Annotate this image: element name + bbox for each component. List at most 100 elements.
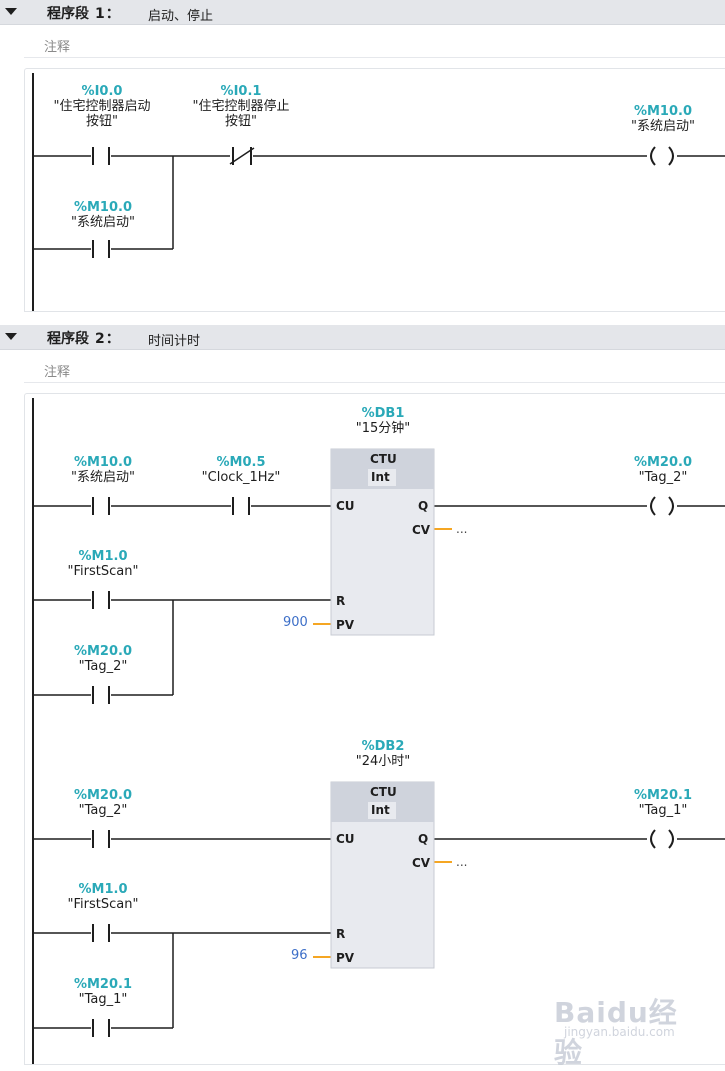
no-contact-icon[interactable] (87, 684, 115, 706)
pin-q: Q (418, 499, 429, 513)
coil-address: %M10.0 (633, 104, 693, 119)
segment-colon: ： (105, 331, 120, 347)
no-contact-icon[interactable] (87, 922, 115, 944)
contact-tag: "Tag_2" (78, 803, 128, 818)
contact-tag: "Tag_1" (78, 992, 128, 1007)
segment-2-comment[interactable]: 注释 (24, 356, 725, 383)
no-contact-icon[interactable] (87, 238, 115, 260)
pin-cv: CV (412, 523, 431, 537)
contact-tag: "系统启动" (71, 470, 135, 485)
network-1-ladder (32, 73, 725, 311)
pin-r: R (336, 927, 346, 941)
segment-1-title: 程序段 1： (47, 3, 120, 23)
counter-1-type[interactable]: CTU (370, 452, 397, 466)
watermark-sub: jingyan.baidu.com (564, 1025, 675, 1039)
coil-tag: "Tag_1" (638, 803, 688, 818)
contact-address: %M1.0 (78, 549, 128, 564)
contact-labels: %M0.5 "Clock_1Hz" (191, 455, 291, 485)
counter-2-db-labels: %DB2 "24小时" (333, 739, 433, 769)
no-contact-icon[interactable] (87, 1017, 115, 1039)
no-contact-icon[interactable] (87, 589, 115, 611)
collapse-triangle-icon[interactable] (5, 8, 17, 15)
coil-tag: "系统启动" (631, 119, 695, 134)
network-2-ladder (32, 398, 725, 1064)
no-contact-icon[interactable] (87, 828, 115, 850)
counter-1-data-type[interactable]: Int (371, 470, 390, 484)
no-contact-icon[interactable] (87, 145, 115, 167)
contact-address: %M20.0 (73, 644, 133, 659)
pv-value[interactable]: 900 (283, 615, 308, 630)
no-contact-icon[interactable] (87, 495, 115, 517)
segment-1-name[interactable]: 启动、停止 (148, 9, 214, 24)
contact-tag-line2: 按钮" (225, 114, 257, 129)
coil-icon[interactable] (643, 145, 681, 167)
cv-value[interactable]: ... (456, 522, 468, 536)
comment-placeholder: 注释 (44, 365, 71, 380)
contact-address: %M10.0 (73, 455, 133, 470)
segment-2-header[interactable]: 程序段 2： 时间计时 (0, 325, 725, 350)
contact-tag: "Clock_1Hz" (201, 470, 281, 485)
contact-tag-line2: 按钮" (86, 114, 118, 129)
contact-address: %M1.0 (78, 882, 128, 897)
counter-1-db-labels: %DB1 "15分钟" (333, 406, 433, 436)
segment-colon: ： (105, 6, 120, 22)
contact-labels: %M20.0 "Tag_2" (53, 788, 153, 818)
contact-tag: "FirstScan" (67, 564, 139, 579)
coil-icon[interactable] (643, 495, 681, 517)
contact-hold-labels: %M10.0 "系统启动" (53, 200, 153, 230)
contact-stop-labels: %I0.1 "住宅控制器停止 按钮" (181, 84, 301, 129)
baidu-watermark: Baidu经验 jingyan.baidu.com (552, 985, 702, 1069)
pin-cv: CV (412, 856, 431, 870)
contact-address: %M10.0 (73, 200, 133, 215)
segment-number: 1 (95, 6, 105, 22)
collapse-triangle-icon[interactable] (5, 333, 17, 340)
network-2[interactable]: %DB1 "15分钟" CTU Int CU Q CV ... R PV 900… (24, 393, 725, 1065)
db-name: "24小时" (355, 754, 411, 769)
pin-pv: PV (336, 951, 355, 965)
segment-label: 程序段 (47, 6, 89, 22)
contact-address: %I0.0 (81, 84, 123, 99)
coil-address: %M20.1 (633, 788, 693, 803)
segment-2-title: 程序段 2： (47, 328, 120, 348)
contact-address: %M20.0 (73, 788, 133, 803)
segment-1-comment[interactable]: 注释 (24, 31, 725, 58)
cv-value[interactable]: ... (456, 855, 468, 869)
coil-labels: %M20.1 "Tag_1" (613, 788, 713, 818)
pin-q: Q (418, 832, 429, 846)
segment-number: 2 (95, 331, 105, 347)
coil-labels: %M10.0 "系统启动" (613, 104, 713, 134)
contact-address: %M0.5 (216, 455, 266, 470)
counter-2-type[interactable]: CTU (370, 785, 397, 799)
coil-tag: "Tag_2" (638, 470, 688, 485)
db-address: %DB2 (361, 739, 405, 754)
contact-tag: "FirstScan" (67, 897, 139, 912)
no-contact-icon[interactable] (227, 495, 255, 517)
network-1[interactable]: %I0.0 "住宅控制器启动 按钮" %I0.1 "住宅控制器停止 按钮" %M… (24, 68, 725, 312)
contact-labels: %M1.0 "FirstScan" (43, 549, 163, 579)
counter-2-data-type[interactable]: Int (371, 803, 390, 817)
segment-2-name[interactable]: 时间计时 (148, 334, 201, 349)
pin-r: R (336, 594, 346, 608)
contact-address: %M20.1 (73, 977, 133, 992)
contact-address: %I0.1 (220, 84, 262, 99)
segment-label: 程序段 (47, 331, 89, 347)
coil-icon[interactable] (643, 828, 681, 850)
contact-tag: "住宅控制器停止 (192, 99, 290, 114)
contact-start-labels: %I0.0 "住宅控制器启动 按钮" (43, 84, 161, 129)
coil-labels: %M20.0 "Tag_2" (613, 455, 713, 485)
contact-tag: "住宅控制器启动 (53, 99, 151, 114)
comment-placeholder: 注释 (44, 40, 71, 55)
contact-tag: "系统启动" (71, 215, 135, 230)
contact-labels: %M20.1 "Tag_1" (53, 977, 153, 1007)
db-name: "15分钟" (355, 421, 411, 436)
contact-tag: "Tag_2" (78, 659, 128, 674)
segment-1-header[interactable]: 程序段 1： 启动、停止 (0, 0, 725, 25)
nc-contact-icon[interactable] (227, 145, 257, 167)
pin-cu: CU (336, 499, 355, 513)
pin-pv: PV (336, 618, 355, 632)
contact-labels: %M20.0 "Tag_2" (53, 644, 153, 674)
pin-cu: CU (336, 832, 355, 846)
coil-address: %M20.0 (633, 455, 693, 470)
pv-value[interactable]: 96 (291, 948, 308, 963)
contact-labels: %M1.0 "FirstScan" (43, 882, 163, 912)
